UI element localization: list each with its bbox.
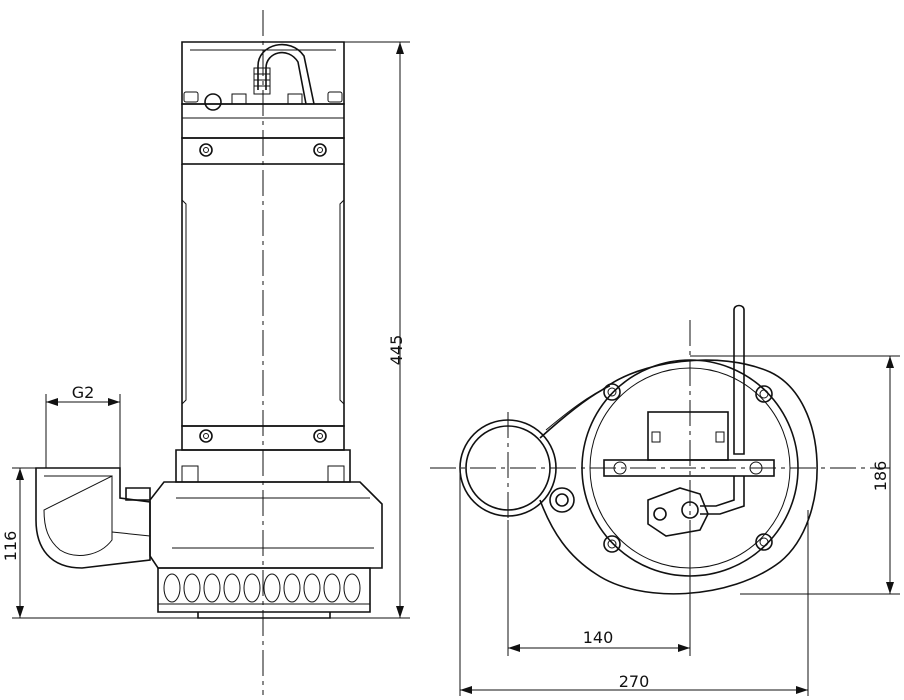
dim-overall-height: 445: [330, 41, 410, 619]
cable-top: [647, 304, 745, 537]
pump-casing: [125, 481, 383, 569]
dim-label-outlet-offset: 140: [583, 628, 614, 647]
dim-label-overall-height: 445: [387, 335, 406, 366]
dim-label-outlet-height: 116: [1, 531, 20, 562]
dim-outlet-height: 116: [1, 467, 200, 619]
top-view: 186 140 270: [430, 304, 900, 696]
boss-plug: [549, 487, 575, 513]
volute-outline: [539, 359, 818, 595]
dim-label-overall-width: 270: [619, 672, 650, 691]
cable-gland: [253, 43, 315, 105]
bolt-holes: [603, 383, 773, 553]
dim-outlet-offset: 140: [507, 520, 691, 656]
dim-label-base-depth: 186: [871, 461, 890, 492]
dim-overall-width: 270: [459, 468, 809, 696]
strainer-base: [157, 567, 371, 619]
dim-base-depth: 186: [690, 355, 900, 595]
upper-collar: [181, 103, 345, 165]
discharge-elbow: [35, 467, 151, 569]
dim-label-outlet-thread: G2: [72, 383, 95, 402]
side-view: 445 116 G2: [1, 10, 410, 695]
dim-outlet-thread: G2: [45, 383, 121, 468]
cover-plate: [603, 411, 775, 477]
